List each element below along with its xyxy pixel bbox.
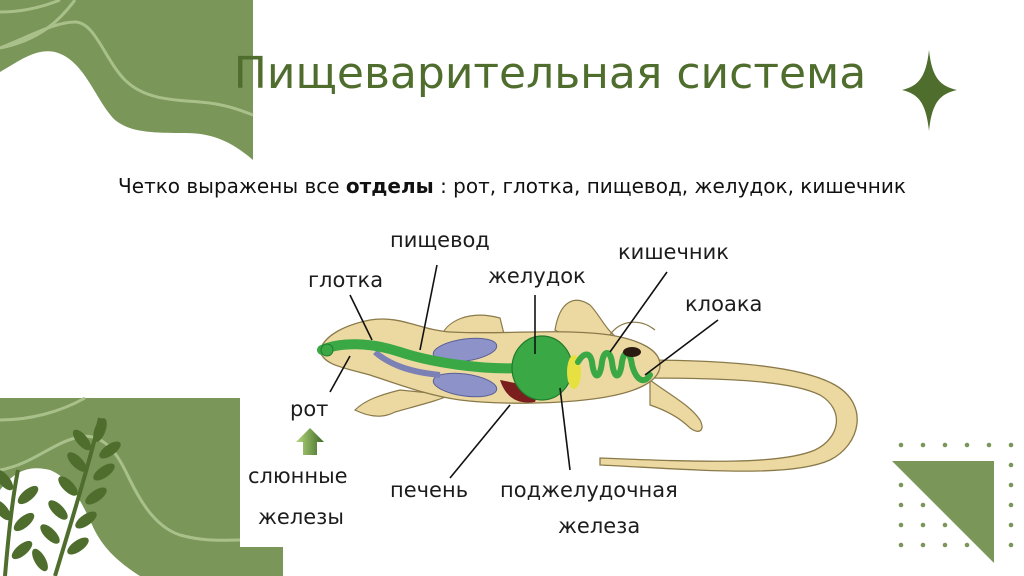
label-arrows [329,264,719,479]
label-pancreas-2: железа [558,514,641,538]
label-esophagus: пищевод [390,228,490,252]
label-pharynx: глотка [308,268,384,292]
subtitle-text-tail: : рот, глотка, пищевод, желудок, кишечни… [433,174,906,198]
slide-title: Пищеварительная система [233,48,867,99]
up-arrow-icon [296,428,324,455]
dot-grid-decor [898,442,1014,548]
slide-title-wrap: Пищеварительная система [0,48,1024,99]
fern-icon [0,417,121,576]
label-cloaca: клоака [685,292,763,316]
label-intestine: кишечник [618,240,729,264]
label-pancreas-1: поджелудочная [500,478,678,502]
triangle-decor [892,461,994,563]
subtitle-text: Четко выражены все [118,174,346,198]
subtitle-bold-word: отделы [345,174,434,198]
label-liver: печень [390,478,469,502]
slide-subtitle: Четко выражены все отделы : рот, глотка,… [60,170,964,218]
label-mouth: рот [290,397,329,421]
label-salivary-2: железы [258,505,344,529]
sparkle-star-icon [902,50,957,131]
label-stomach: желудок [488,264,586,288]
label-salivary-1: слюнные [248,464,348,488]
